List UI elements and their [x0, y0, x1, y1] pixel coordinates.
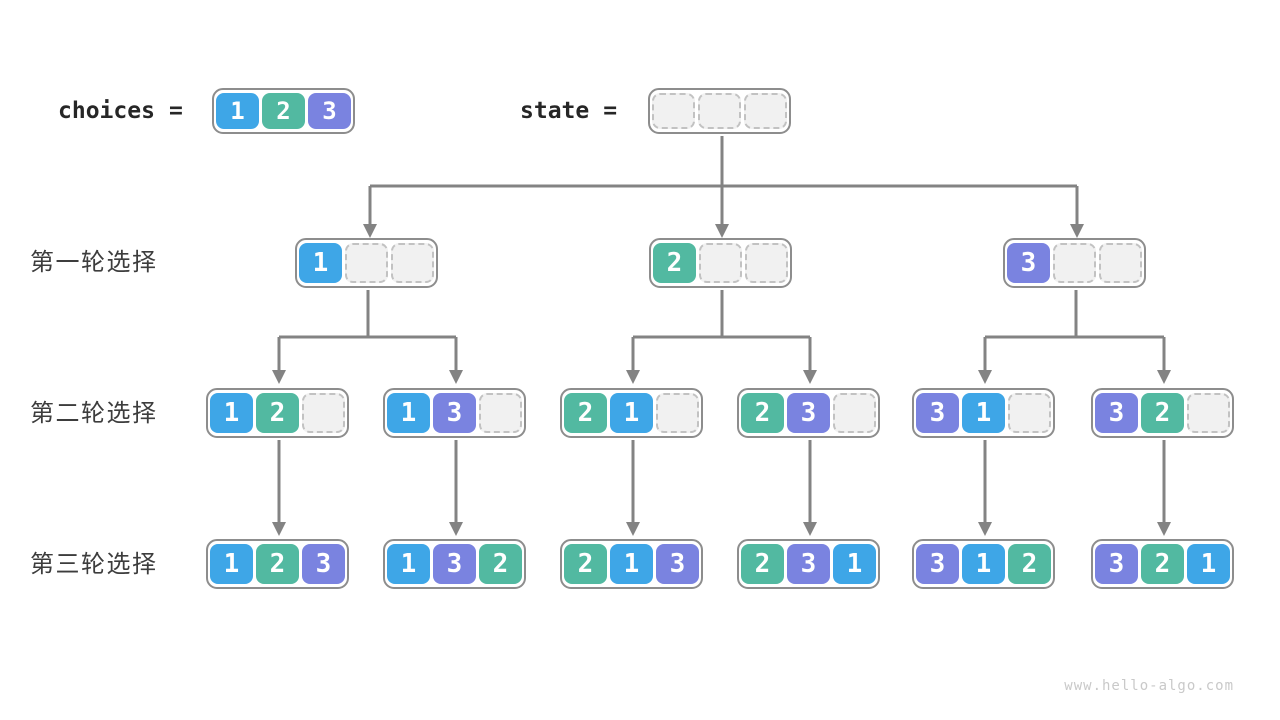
- empty-slot: [345, 243, 388, 283]
- value-cell: 1: [962, 544, 1005, 584]
- value-cell: 2: [564, 393, 607, 433]
- empty-slot: [699, 243, 742, 283]
- value-cell: 3: [916, 544, 959, 584]
- value-cell: 1: [1187, 544, 1230, 584]
- value-cell: 2: [741, 393, 784, 433]
- value-cell: 2: [256, 544, 299, 584]
- value-cell: 1: [833, 544, 876, 584]
- empty-slot: [1187, 393, 1230, 433]
- row-label-round-2: 第二轮选择: [30, 400, 158, 427]
- empty-slot: [479, 393, 522, 433]
- empty-slot: [302, 393, 345, 433]
- value-cell: 2: [256, 393, 299, 433]
- value-cell: 1: [387, 393, 430, 433]
- empty-slot: [1099, 243, 1142, 283]
- empty-slot: [698, 93, 741, 129]
- state-node-2: 2: [649, 238, 792, 288]
- state-node-1: 1: [295, 238, 438, 288]
- value-cell: 2: [653, 243, 696, 283]
- value-cell: 2: [479, 544, 522, 584]
- state-array-root: [648, 88, 791, 134]
- value-cell: 3: [433, 393, 476, 433]
- value-cell: 2: [1141, 393, 1184, 433]
- value-cell: 3: [433, 544, 476, 584]
- state-label: state: [520, 98, 590, 124]
- empty-slot: [744, 93, 787, 129]
- value-cell: 3: [1007, 243, 1050, 283]
- value-cell: 3: [656, 544, 699, 584]
- empty-slot: [1008, 393, 1051, 433]
- equals-sign: =: [168, 98, 183, 124]
- value-cell: 1: [610, 393, 653, 433]
- value-cell: 1: [299, 243, 342, 283]
- empty-slot: [833, 393, 876, 433]
- equals-sign: =: [603, 98, 618, 124]
- value-cell: 2: [1141, 544, 1184, 584]
- state-expression: state =: [520, 96, 617, 126]
- value-cell: 3: [787, 544, 830, 584]
- value-cell: 1: [210, 544, 253, 584]
- value-cell: 1: [210, 393, 253, 433]
- state-node-3: 3: [1003, 238, 1146, 288]
- row-label-round-1: 第一轮选择: [30, 249, 158, 276]
- empty-slot: [745, 243, 788, 283]
- value-cell: 3: [308, 93, 351, 129]
- value-cell: 3: [1095, 544, 1138, 584]
- empty-slot: [656, 393, 699, 433]
- value-cell: 2: [262, 93, 305, 129]
- value-cell: 3: [1095, 393, 1138, 433]
- value-cell: 3: [302, 544, 345, 584]
- value-cell: 2: [1008, 544, 1051, 584]
- value-cell: 1: [962, 393, 1005, 433]
- value-cell: 1: [387, 544, 430, 584]
- empty-slot: [391, 243, 434, 283]
- value-cell: 3: [916, 393, 959, 433]
- value-cell: 1: [216, 93, 259, 129]
- row-label-round-3: 第三轮选择: [30, 551, 158, 578]
- value-cell: 3: [787, 393, 830, 433]
- choices-label: choices: [58, 98, 155, 124]
- value-cell: 2: [564, 544, 607, 584]
- empty-slot: [652, 93, 695, 129]
- choices-expression: choices =: [58, 96, 183, 126]
- value-cell: 2: [741, 544, 784, 584]
- value-cell: 1: [610, 544, 653, 584]
- empty-slot: [1053, 243, 1096, 283]
- watermark: www.hello-algo.com: [1064, 678, 1234, 694]
